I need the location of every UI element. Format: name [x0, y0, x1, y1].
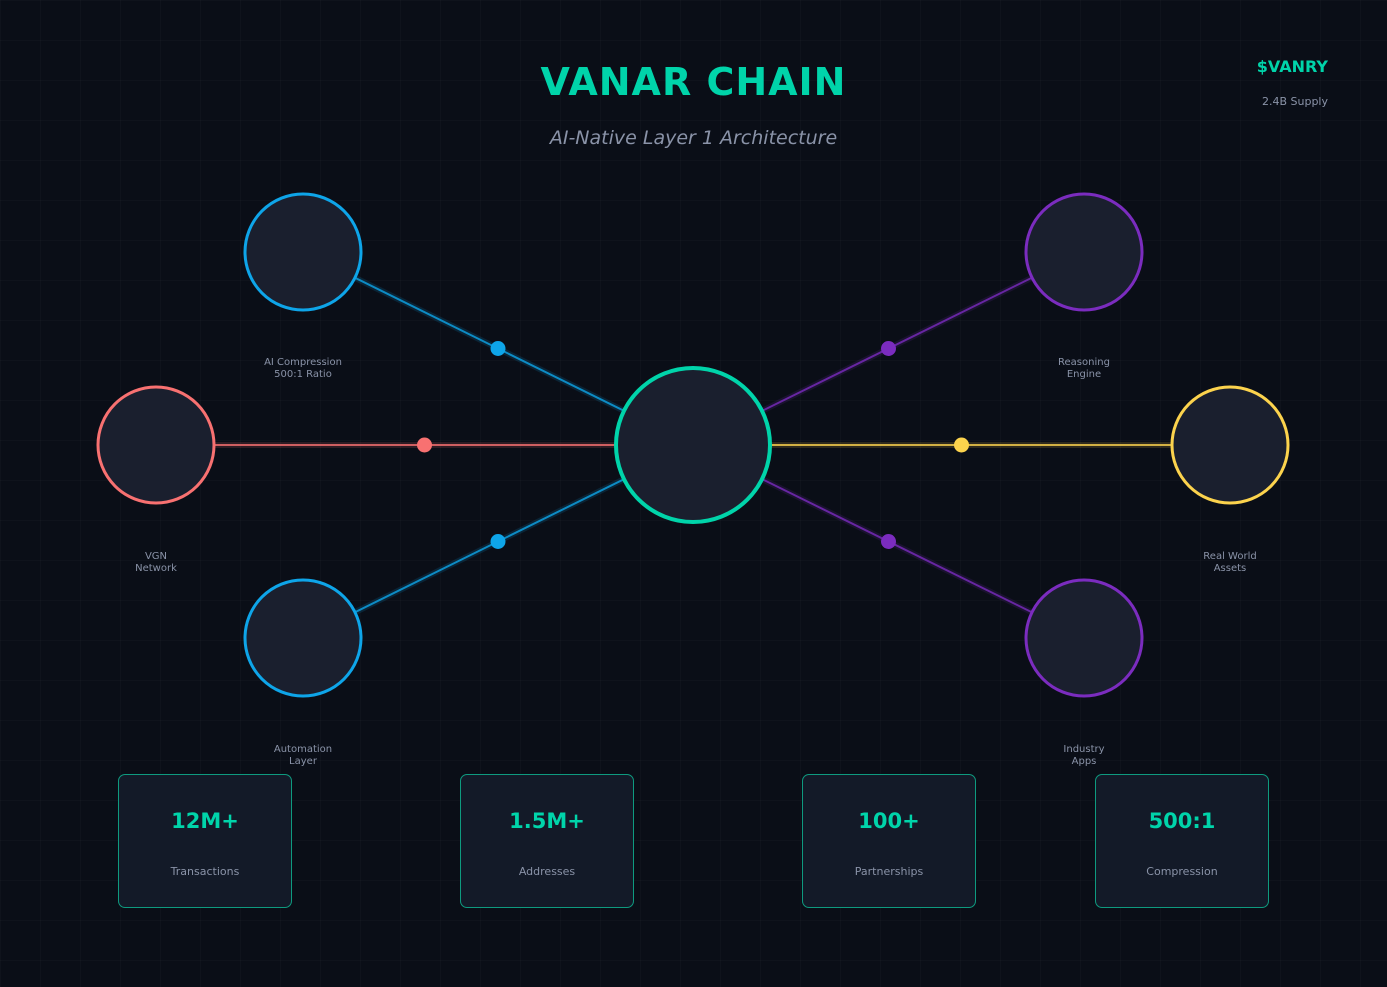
stat-value: 100+: [858, 809, 920, 833]
data-packet-dot: [490, 534, 506, 549]
node-reasoning-engine: [1024, 192, 1144, 312]
node-label-vgn-network: VGN Network: [135, 551, 177, 574]
token-supply: 2.4B Supply: [1261, 95, 1328, 108]
token-ticker: $VANRY: [1256, 57, 1328, 76]
stat-card-transactions: 12M+ Transactions: [118, 774, 292, 908]
stat-card-partnerships: 100+ Partnerships: [802, 774, 976, 908]
nodes: [96, 192, 1290, 698]
hub-node: [614, 366, 772, 524]
page-title: VANAR CHAIN: [540, 60, 847, 104]
data-packet-dot: [417, 437, 432, 453]
stat-label: Addresses: [518, 865, 576, 878]
stat-label: Transactions: [170, 865, 240, 878]
node-vgn-network: [96, 385, 216, 505]
stat-card-compression: 500:1 Compression: [1095, 774, 1269, 908]
stat-value: 1.5M+: [509, 809, 585, 833]
node-label-ai-compression: AI Compression 500:1 Ratio: [264, 357, 342, 380]
node-label-automation-layer: Automation Layer: [273, 744, 333, 767]
stat-label: Compression: [1146, 865, 1218, 878]
data-packet-dot: [954, 437, 969, 453]
node-label-industry-apps: Industry Apps: [1063, 744, 1105, 767]
node-automation-layer: [243, 578, 363, 698]
node-ai-compression: [243, 192, 363, 312]
node-label-reasoning-engine: Reasoning Engine: [1058, 357, 1110, 380]
data-packet-dot: [881, 341, 896, 356]
data-packet-dot: [490, 341, 506, 356]
node-real-world-assets: [1170, 385, 1290, 505]
data-packet-dot: [881, 534, 896, 549]
stat-card-addresses: 1.5M+ Addresses: [460, 774, 634, 908]
stat-label: Partnerships: [854, 865, 924, 878]
node-label-real-world-assets: Real World Assets: [1203, 551, 1257, 574]
stat-value: 500:1: [1148, 809, 1216, 833]
stat-value: 12M+: [171, 809, 239, 833]
page-subtitle: AI-Native Layer 1 Architecture: [549, 127, 838, 149]
node-industry-apps: [1024, 578, 1144, 698]
